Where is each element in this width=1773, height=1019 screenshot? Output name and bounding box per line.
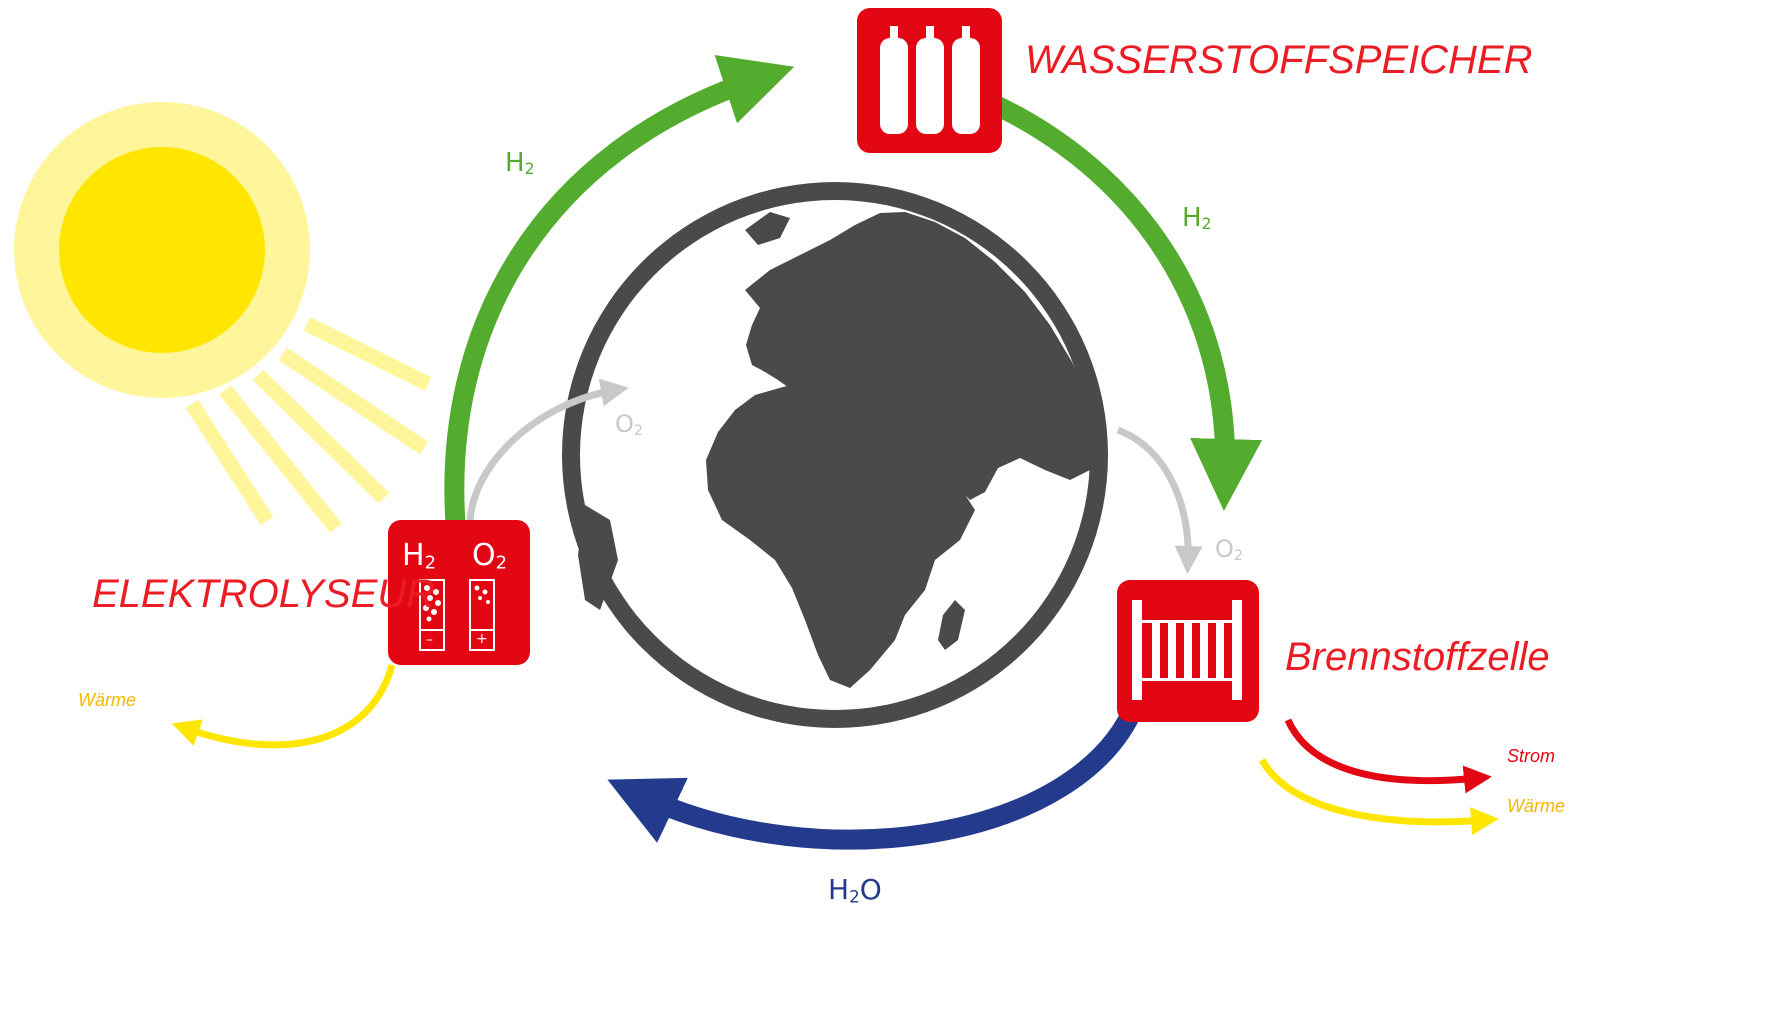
fuel-cell-box [1117, 580, 1259, 722]
gas-cylinders-icon [880, 26, 980, 134]
h2-arrow-to-fuel-cell [980, 90, 1263, 511]
h2o-return-arrow [607, 701, 1145, 850]
earth-globe-icon [562, 182, 1108, 728]
electrode-plus-sign: + [476, 631, 488, 647]
power-label-right: Strom [1507, 746, 1556, 766]
box-h2-label: H2 [402, 538, 437, 574]
continent-madagascar [938, 600, 965, 650]
sun-icon [14, 102, 432, 533]
fuel-cell-stack-icon [1132, 600, 1242, 700]
power-arrow-right [1284, 718, 1492, 794]
electrode-minus-sign: – [426, 632, 433, 648]
heat-arrow-right [1258, 758, 1499, 836]
o2-label-left: O2 [615, 410, 644, 439]
continent-greenland [745, 212, 790, 245]
h2-label-right: H2 [1182, 203, 1212, 234]
box-o2-label: O2 [472, 538, 508, 574]
storage-label: WASSERSTOFFSPEICHER [1025, 38, 1533, 82]
electrolyzer-cell-icon [419, 579, 495, 651]
continent-eurasia [745, 212, 1100, 500]
h2-label-left: H2 [505, 148, 535, 179]
electrolyzer-box [388, 520, 530, 665]
continent-africa [706, 385, 975, 688]
gas-bubbles [423, 585, 490, 622]
sun-rays [185, 317, 432, 533]
continent-south-america [578, 505, 618, 610]
o2-label-right: O2 [1215, 535, 1244, 564]
h2-arrow-to-storage [444, 55, 795, 531]
hydrogen-storage-box [857, 8, 1002, 153]
o2-arrow-left [466, 378, 629, 526]
heat-label-right: Wärme [1507, 796, 1565, 816]
o2-arrow-right [1116, 426, 1203, 574]
electrolyzer-label: ELEKTROLYSEUR [92, 572, 436, 616]
heat-arrow-left [171, 664, 396, 749]
heat-label-left: Wärme [78, 690, 136, 710]
h2o-label: H2O [828, 873, 882, 907]
fuel-cell-label: Brennstoffzelle [1285, 635, 1550, 679]
